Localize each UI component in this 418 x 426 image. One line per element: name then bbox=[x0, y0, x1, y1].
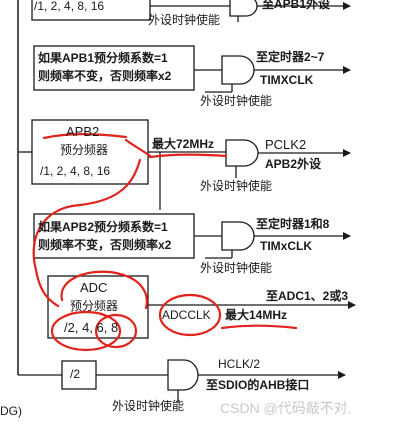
adc-max-freq-label: 最大14MHz bbox=[225, 308, 288, 322]
apb2-timer-and-gate bbox=[221, 221, 255, 251]
red-underline-14mhz bbox=[220, 324, 298, 330]
apb1-timer-condition-line2: 则频率不变，否则频率x2 bbox=[38, 69, 172, 83]
adc-prescaler-label: 预分频器 bbox=[70, 299, 119, 313]
top-enable-label: 外设时钟使能 bbox=[148, 13, 221, 27]
apb1-timer-enable-label: 外设时钟使能 bbox=[200, 94, 273, 108]
apb2-periph-label: APB2外设 bbox=[265, 157, 322, 171]
apb1-timer-target-label: 至定时器2~7 bbox=[256, 50, 325, 64]
to-apb1-periph-label: 至APB1外设 bbox=[262, 0, 331, 11]
red-underline-72mhz bbox=[148, 153, 228, 159]
apb2-timer-target-label: 至定时器1和8 bbox=[256, 217, 330, 231]
apb2-timer-enable-label: 外设时钟使能 bbox=[200, 261, 273, 275]
red-circle-adcclk bbox=[158, 293, 222, 337]
div2-label: /2 bbox=[70, 367, 81, 381]
red-loop-adc-top bbox=[60, 270, 148, 310]
apb2-and-gate bbox=[225, 139, 259, 167]
adc-prescaler-values: /2, 4, 6, 8 bbox=[64, 320, 119, 335]
apb2-prescaler-label: 预分频器 bbox=[60, 143, 109, 157]
apb2-timer-condition-line2: 则频率不变，否则频率x2 bbox=[38, 238, 172, 252]
top-and-gate bbox=[229, 0, 258, 17]
timxclk-apb2-label: TIMxCLK bbox=[260, 239, 312, 253]
red-connector-apb2-to-max bbox=[124, 138, 152, 158]
red-underline-apb2 bbox=[42, 133, 128, 140]
hclk2-label: HCLK/2 bbox=[218, 357, 261, 371]
timxclk-label: TIMXCLK bbox=[260, 73, 314, 87]
red-annotations bbox=[32, 133, 298, 352]
apb1-timer-multiplier-box bbox=[33, 45, 195, 91]
hclk2-enable-label: 外设时钟使能 bbox=[112, 399, 185, 413]
apb2-title: APB2 bbox=[66, 124, 100, 139]
apb1-prescaler-values: /1, 2, 4, 8, 16 bbox=[34, 0, 105, 13]
apb1-timer-and-gate bbox=[221, 55, 255, 85]
adcclk-label: ADCCLK bbox=[162, 308, 211, 322]
sdio-target-label: 至SDIO的AHB接口 bbox=[206, 378, 310, 392]
red-circle-adc-values bbox=[50, 310, 122, 352]
adc-target-label: 至ADC1、2或3 bbox=[266, 289, 349, 303]
apb1-prescaler-box bbox=[31, 0, 151, 21]
red-circle-6-8 bbox=[94, 313, 138, 349]
apb2-enable-label: 外设时钟使能 bbox=[200, 179, 273, 193]
apb2-timer-condition-line1: 如果APB2预分频系数=1 bbox=[38, 220, 168, 234]
apb1-timer-condition-line1: 如果APB1预分频系数=1 bbox=[38, 51, 168, 65]
left-edge-fragment: DG) bbox=[0, 404, 22, 418]
apb2-max-freq-label: 最大72MHz bbox=[152, 137, 215, 151]
red-curve-from-apb2 bbox=[32, 158, 142, 308]
apb2-prescaler-values: /1, 2, 4, 8, 16 bbox=[40, 164, 111, 178]
adc-title: ADC bbox=[80, 280, 108, 295]
hclk2-and-gate bbox=[167, 359, 199, 391]
pclk2-label: PCLK2 bbox=[265, 137, 307, 152]
csdn-watermark: CSDN @代码敲不对. bbox=[220, 400, 352, 416]
